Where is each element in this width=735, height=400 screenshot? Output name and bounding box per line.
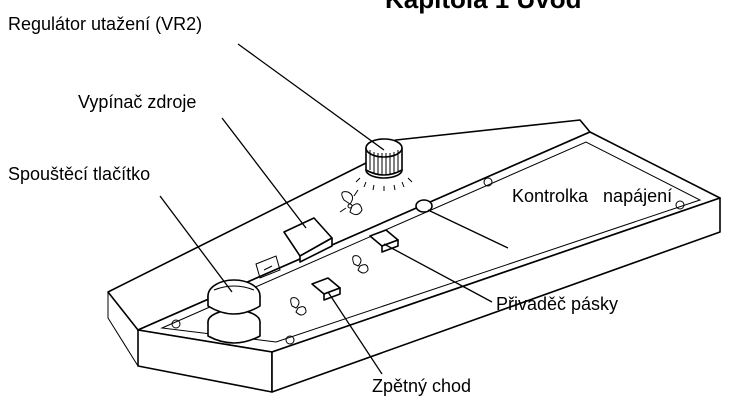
label-power-indicator: Kontrolka napájení	[512, 186, 672, 206]
label-power-switch: Vypínač zdroje	[78, 92, 196, 112]
fan-icon	[339, 189, 363, 216]
tape-feeder-button-illustration	[352, 229, 399, 274]
start-button-illustration	[207, 279, 261, 344]
label-reverse: Zpětný chod	[372, 376, 471, 396]
label-tape-feeder: Přivaděč pásky	[496, 294, 618, 314]
page-title: Kapitola 1 Úvod	[385, 0, 581, 14]
reverse-button-illustration	[290, 277, 341, 316]
leader-lines	[159, 43, 509, 375]
label-tension-regulator: Regulátor utažení (VR2)	[8, 14, 202, 34]
panel-body	[107, 119, 721, 393]
power-indicator-illustration	[415, 199, 433, 213]
label-start-button: Spouštěcí tlačítko	[8, 164, 150, 184]
tension-knob-illustration	[355, 138, 413, 191]
power-switch-illustration	[255, 217, 333, 279]
